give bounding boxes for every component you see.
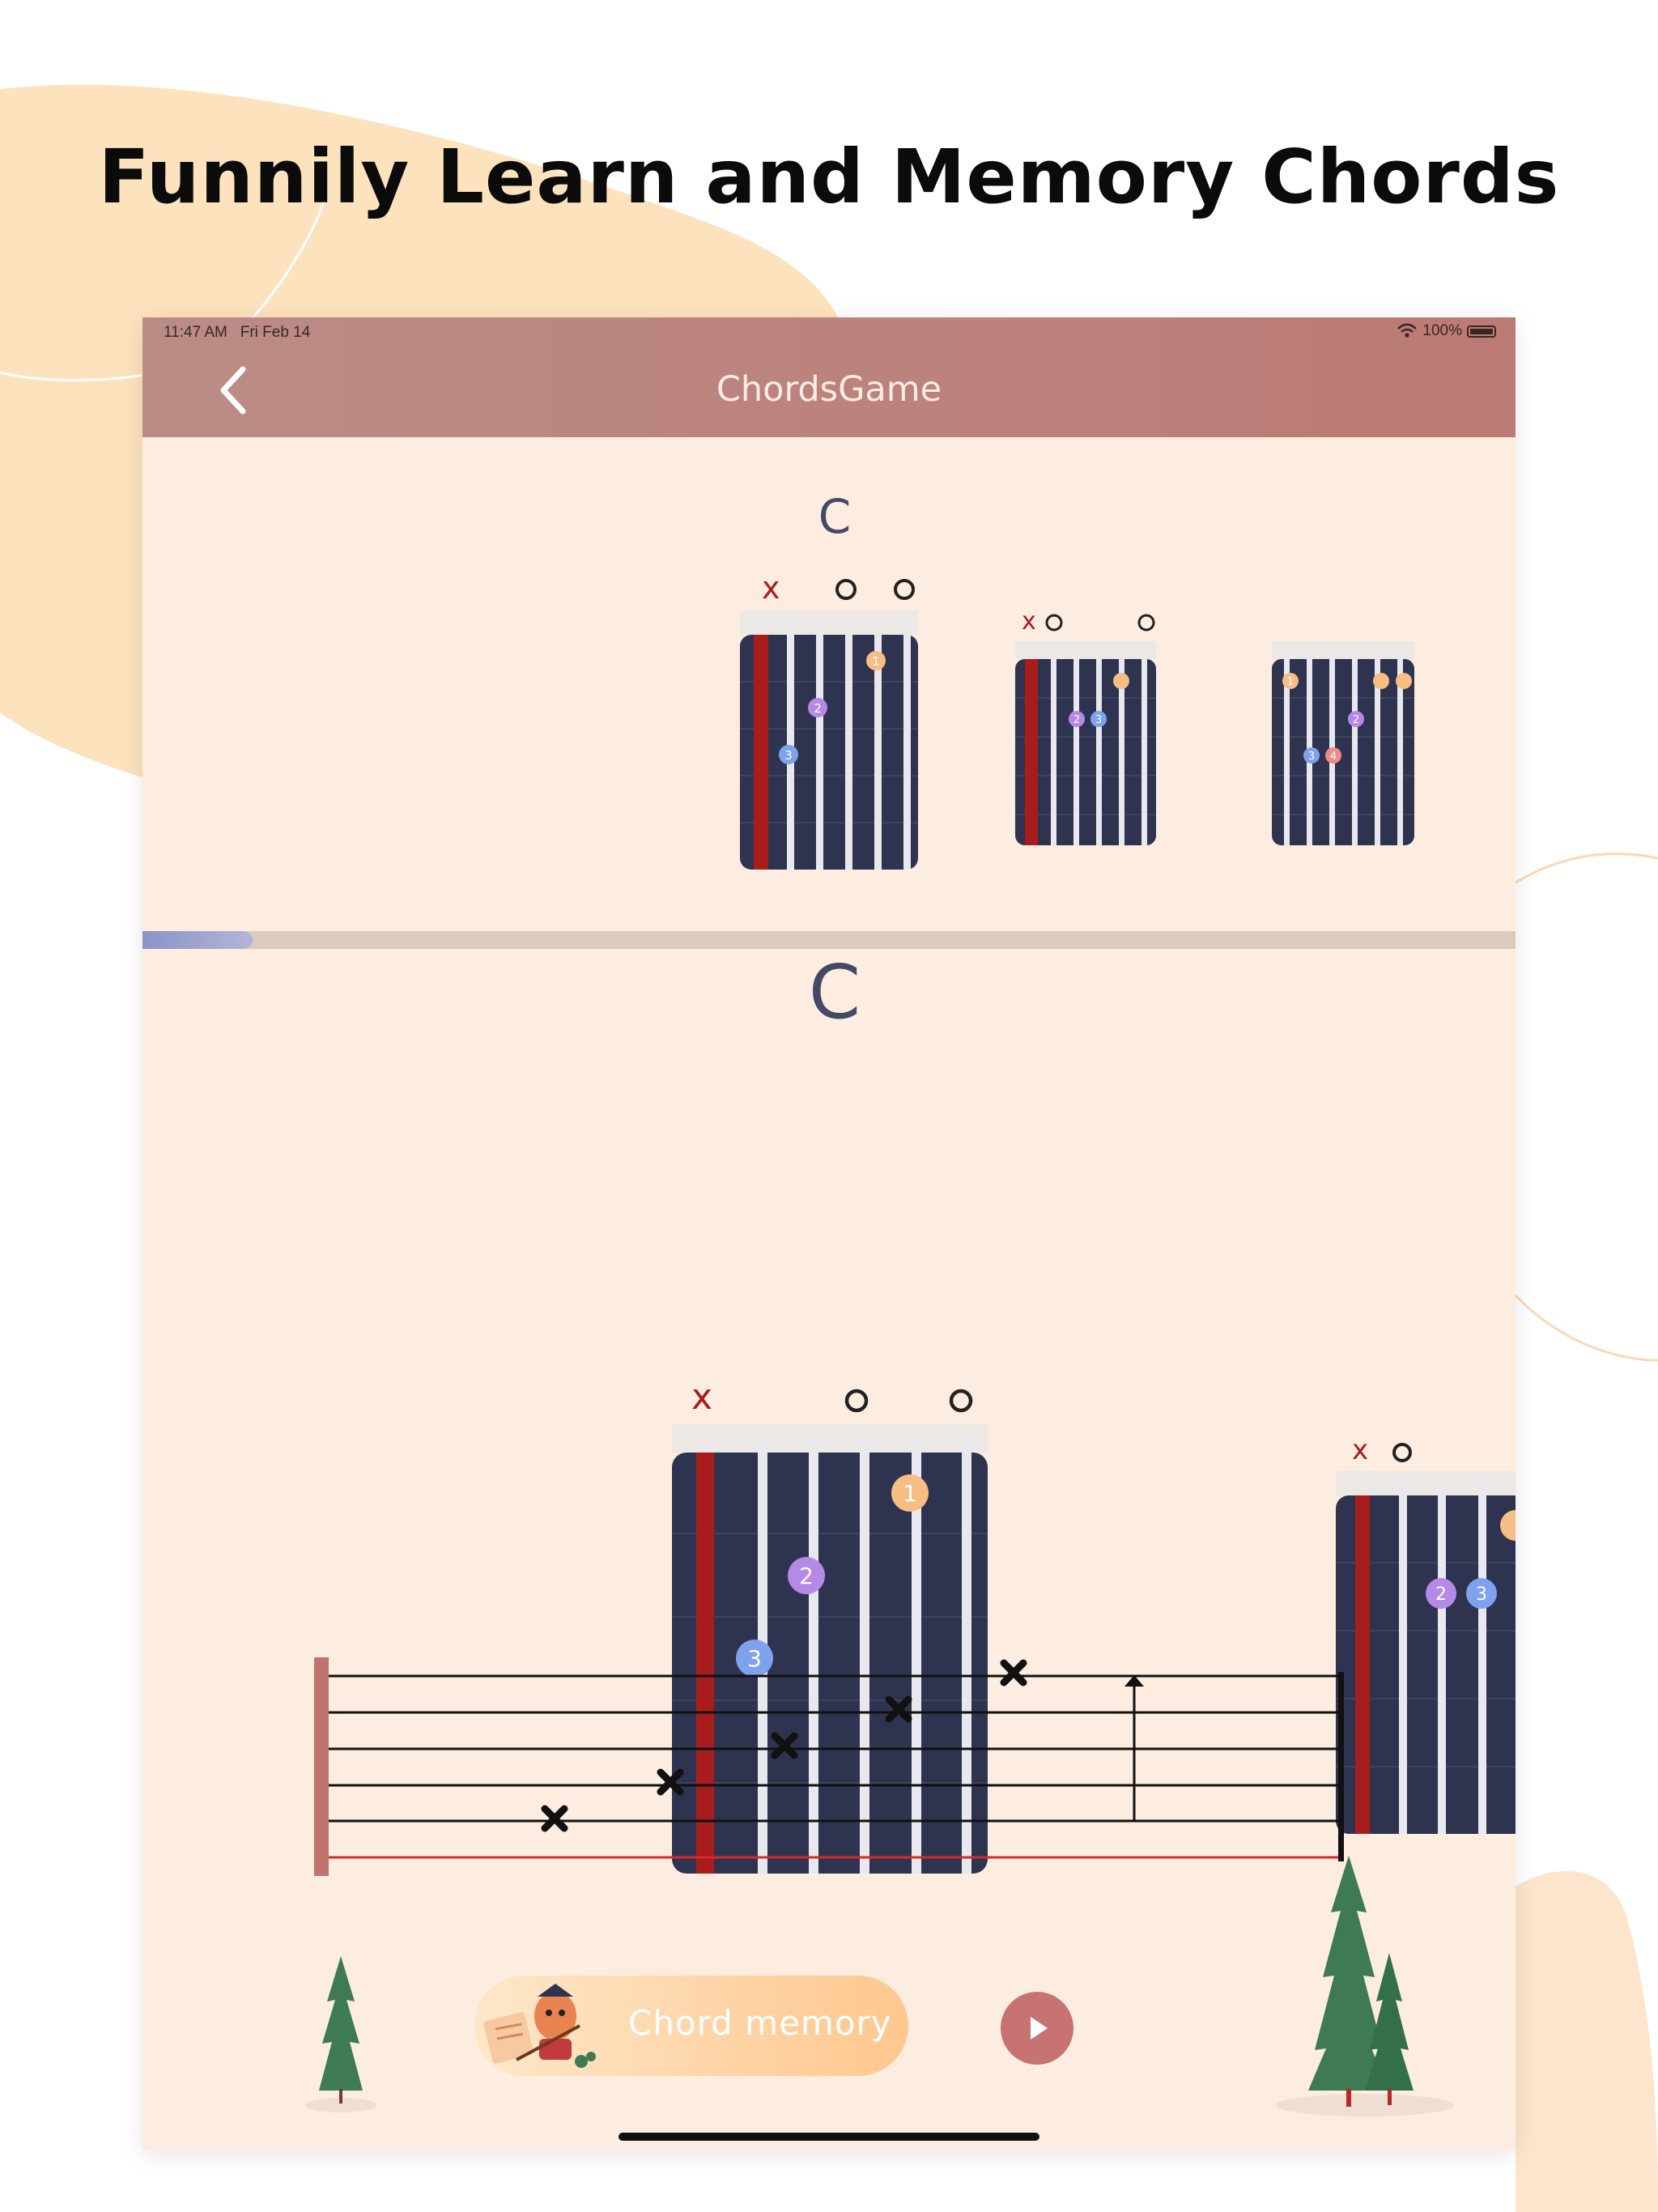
open-string-marker: [949, 1389, 973, 1413]
svg-text:2: 2: [799, 1563, 814, 1589]
progress-bar: [142, 931, 1516, 949]
finger-dot: [866, 651, 886, 670]
note-x: [657, 1768, 684, 1796]
chord-preview-row: x 1 2 3 x: [740, 570, 1414, 870]
staff-end-bar: [1338, 1672, 1344, 1861]
note-x: [541, 1805, 568, 1832]
chevron-left-icon: [220, 366, 246, 415]
finger-dot: [788, 1557, 825, 1594]
staff-start-bar: [314, 1657, 329, 1876]
svg-text:3: 3: [784, 748, 793, 763]
battery-icon: [1467, 325, 1496, 338]
home-indicator: [619, 2133, 1039, 2141]
finger-dot: [891, 1474, 929, 1512]
nav-bar: 11:47 AM Fri Feb 14 100% ChordsGame: [142, 317, 1516, 437]
chord-main-area: x 1 2 3 x: [672, 1376, 1516, 1874]
headline: Funnily Learn and Memory Chords: [98, 134, 1560, 220]
svg-text:x: x: [1022, 607, 1036, 636]
svg-text:3: 3: [1308, 751, 1315, 763]
open-string-marker: [835, 579, 857, 600]
chord-memory-label: Chord memory: [628, 2003, 892, 2043]
svg-text:1: 1: [1287, 676, 1294, 688]
nav-title: ChordsGame: [716, 369, 942, 410]
nut: [740, 610, 918, 635]
chord-diagram-next: x 2 3: [1336, 1434, 1516, 1834]
finger-dot: [779, 745, 798, 764]
progress-fill: [142, 931, 253, 949]
svg-text:4: 4: [1330, 751, 1337, 763]
status-time: 11:47 AM Fri Feb 14: [164, 324, 310, 342]
mascot-icon: [484, 1984, 596, 2068]
muted-string-marker: x: [691, 1376, 712, 1418]
svg-text:1: 1: [903, 1480, 917, 1507]
nut: [672, 1423, 988, 1453]
svg-text:3: 3: [747, 1645, 762, 1672]
muted-string-marker: x: [762, 570, 780, 606]
chord-name-preview: C: [818, 489, 852, 544]
app-screen: 11:47 AM Fri Feb 14 100% ChordsGame C x: [142, 317, 1516, 2150]
note-x: [771, 1732, 798, 1759]
status-clock: 11:47 AM: [164, 324, 227, 341]
chord-name-current: C: [808, 949, 861, 1036]
finger-dot: [736, 1640, 773, 1677]
note-x: [885, 1695, 912, 1723]
tree-right-icon: [1276, 1856, 1454, 2116]
svg-text:3: 3: [1476, 1585, 1487, 1605]
status-indicators: 100%: [1397, 322, 1496, 340]
playhead: [1124, 1675, 1144, 1821]
chord-memory-button[interactable]: Chord memory: [474, 1976, 908, 2076]
svg-text:2: 2: [1073, 714, 1080, 726]
svg-text:3: 3: [1095, 714, 1102, 726]
tree-left-icon: [305, 1956, 376, 2112]
fretboard: [740, 635, 918, 870]
svg-text:2: 2: [1435, 1585, 1447, 1605]
battery-percent: 100%: [1422, 322, 1462, 339]
open-string-marker: [1045, 614, 1063, 632]
chord-diagram-preview-2: x 2 3: [1015, 607, 1156, 845]
muted-string: [696, 1453, 714, 1874]
note-staff: [314, 1657, 1344, 1876]
finger-dot: [808, 698, 827, 717]
muted-string: [754, 635, 768, 870]
open-string-marker: [844, 1389, 869, 1413]
svg-text:x: x: [1352, 1434, 1368, 1466]
chord-diagram-current: x 1 2 3: [672, 1376, 988, 1874]
open-string-marker: [1137, 614, 1155, 632]
status-date: Fri Feb 14: [240, 324, 311, 341]
svg-text:2: 2: [1353, 714, 1359, 726]
play-button[interactable]: [1001, 1992, 1073, 2065]
back-button[interactable]: [217, 364, 249, 416]
play-icon: [1031, 2017, 1048, 2040]
chord-diagram-preview-c: x 1 2 3: [740, 570, 918, 870]
note-x: [1000, 1659, 1027, 1687]
fretboard: [672, 1453, 988, 1874]
open-string-marker: [894, 579, 915, 600]
svg-text:2: 2: [814, 701, 822, 716]
chord-diagram-preview-3: 1 3 4 2: [1272, 641, 1414, 845]
wifi-icon: [1397, 323, 1418, 338]
open-string-marker: [1392, 1443, 1412, 1462]
svg-text:1: 1: [872, 654, 880, 669]
